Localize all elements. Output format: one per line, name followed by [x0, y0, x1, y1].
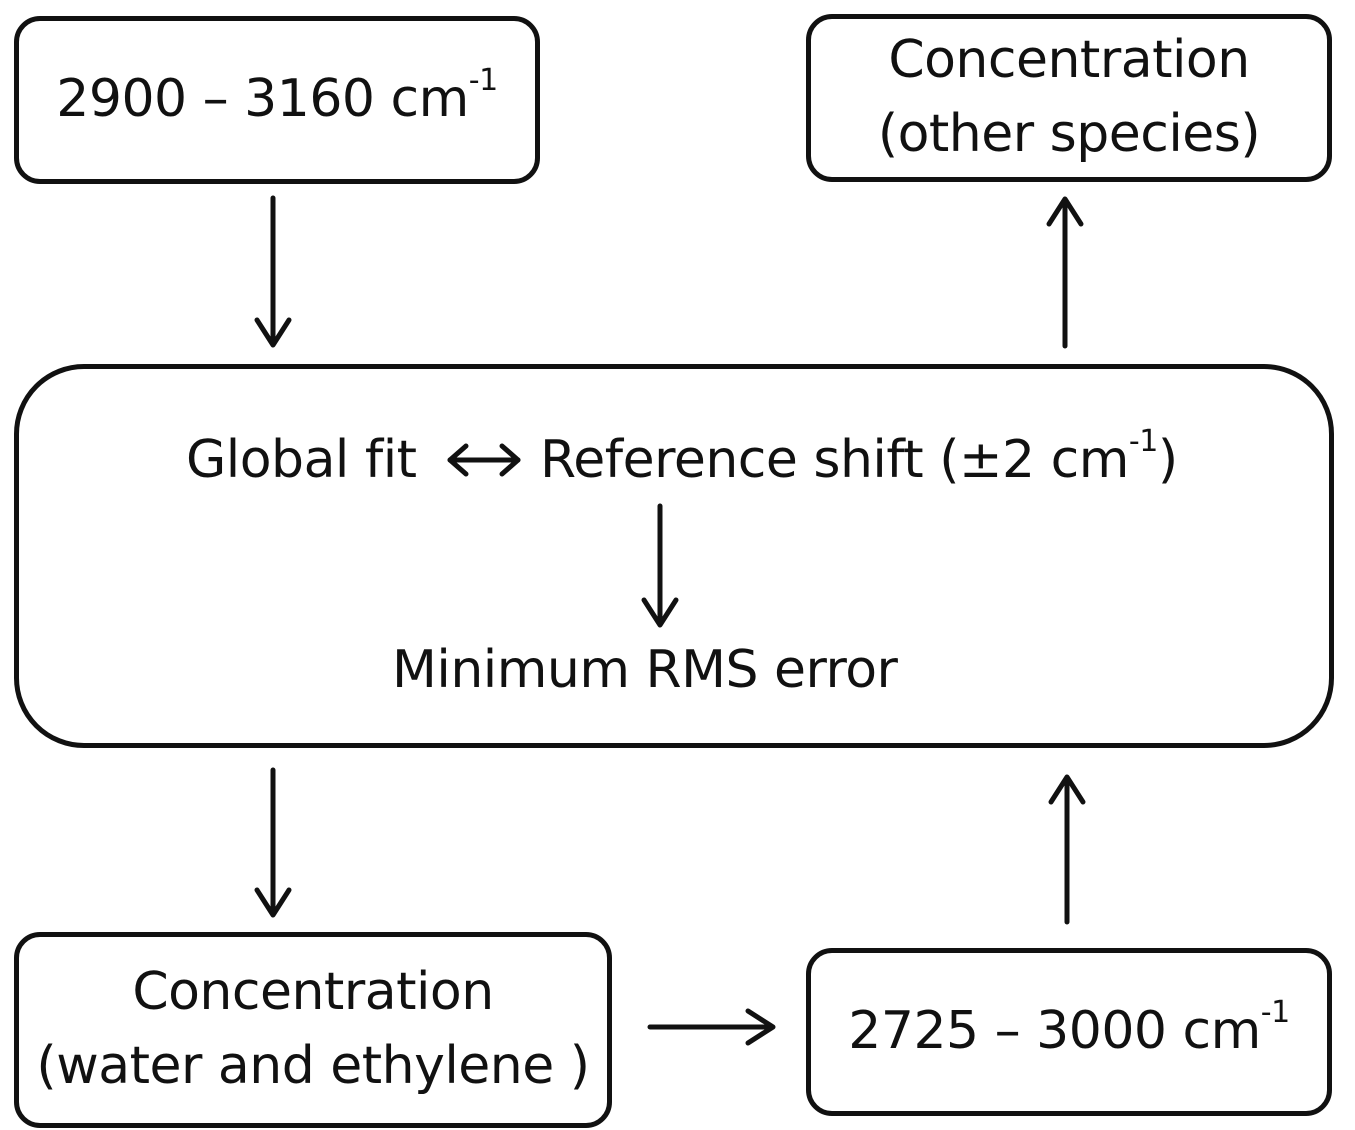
box-range-2725-3000: 2725 – 3000 cm-1 [806, 948, 1332, 1116]
box-concentration-other-species: Concentration (other species) [806, 14, 1332, 182]
arrow-right-to-2725-range [647, 1008, 776, 1046]
concentration-other-line1: Concentration [888, 30, 1250, 91]
concentration-water-line2: (water and ethylene ) [36, 1036, 590, 1096]
arrow-up-to-other-species [1046, 196, 1084, 349]
range-label-bottom: 2725 – 3000 cm-1 [848, 995, 1290, 1062]
box-concentration-water-ethylene: Concentration (water and ethylene ) [14, 932, 612, 1128]
arrow-down-to-rms [641, 503, 679, 628]
global-fit-label: Global fit [186, 430, 417, 490]
double-arrow-icon [447, 443, 521, 477]
arrow-down-into-fit [254, 195, 292, 348]
range-label-top: 2900 – 3160 cm-1 [56, 63, 498, 130]
concentration-other-line2: (other species) [877, 104, 1261, 164]
arrow-down-to-water-ethylene [254, 767, 292, 918]
minimum-rms-error-label: Minimum RMS error [392, 640, 898, 700]
box-global-fit [14, 364, 1334, 748]
reference-shift-label: Reference shift (±2 cm-1) [540, 424, 1178, 491]
concentration-water-line1: Concentration [132, 962, 494, 1023]
arrow-up-to-fit [1048, 774, 1086, 925]
box-range-2900-3160: 2900 – 3160 cm-1 [14, 16, 540, 184]
